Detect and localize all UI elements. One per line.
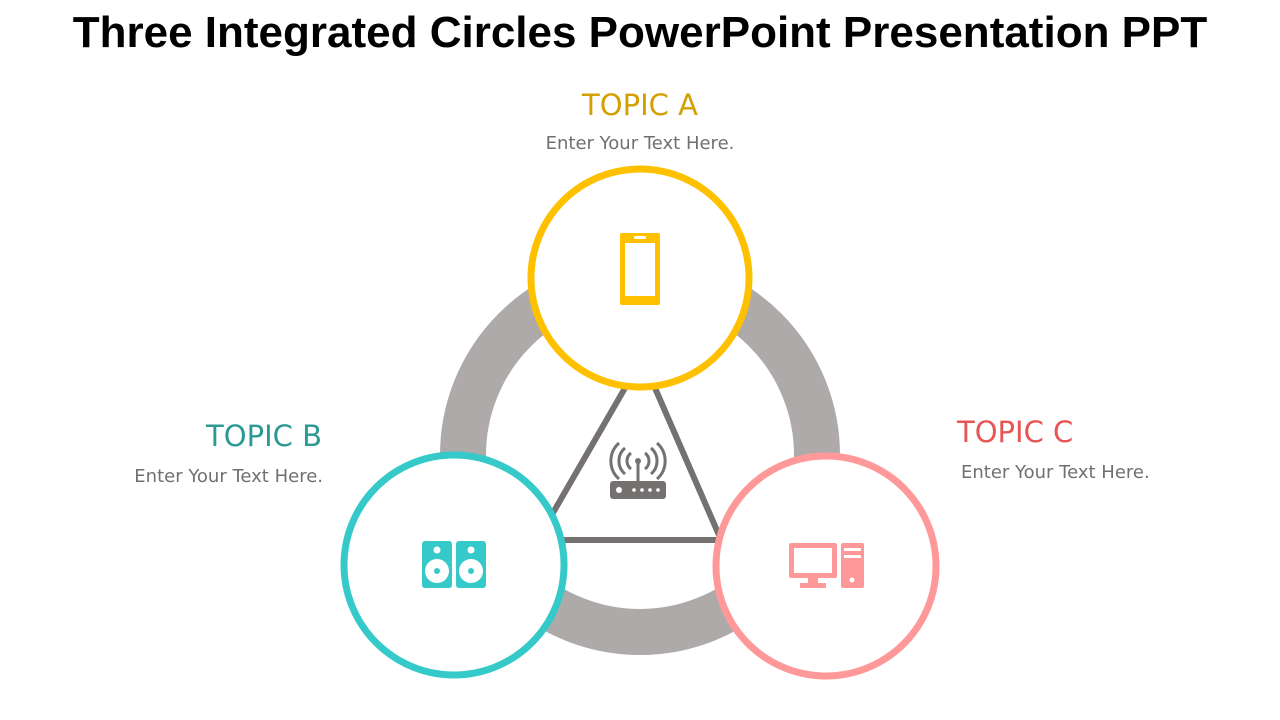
topic-b-text: Enter Your Text Here. <box>134 466 323 487</box>
slide-title: Three Integrated Circles PowerPoint Pres… <box>72 8 1208 57</box>
smartphone-icon <box>620 233 660 305</box>
topic-c-text: Enter Your Text Here. <box>961 462 1150 483</box>
topic-a-text: Enter Your Text Here. <box>545 133 735 154</box>
topic-c-label: TOPIC C <box>957 415 1074 449</box>
desktop-computer-icon <box>789 543 864 588</box>
topic-b-label: TOPIC B <box>206 419 322 453</box>
topic-b-circle <box>340 451 568 679</box>
triangle <box>547 386 725 544</box>
speakers-icon <box>422 541 486 588</box>
topic-a-label: TOPIC A <box>582 88 698 122</box>
wifi-router-icon <box>609 441 667 499</box>
